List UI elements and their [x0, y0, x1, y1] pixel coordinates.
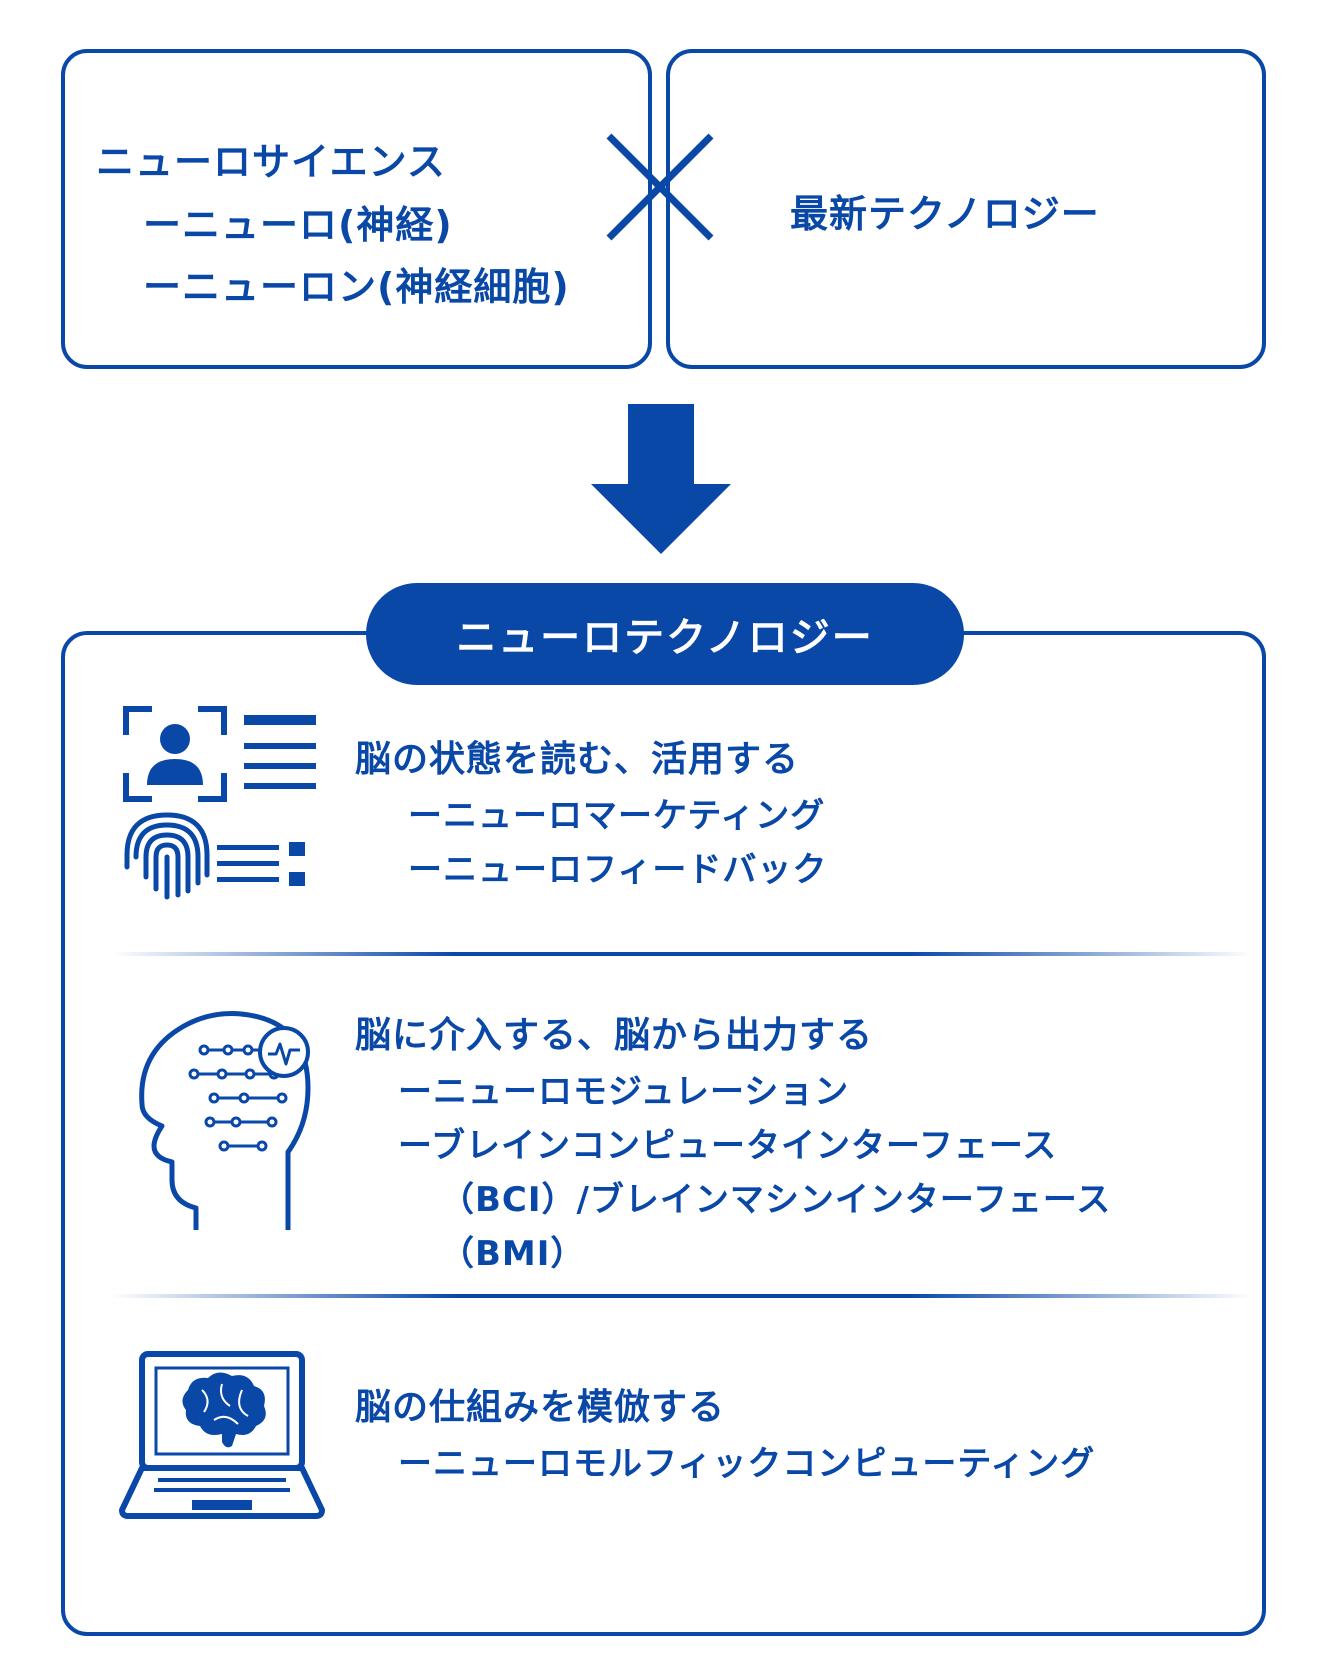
face-id-fingerprint-icon: [123, 706, 316, 900]
head-circuit-icon: [139, 1011, 311, 1230]
section-2-item: （BCI）/ブレインマシンインターフェース: [440, 1180, 1112, 1220]
neuroscience-box: [61, 49, 652, 369]
laptop-brain-icon: [119, 1351, 325, 1519]
cross-icon: [606, 133, 714, 241]
section-divider: [112, 1294, 1252, 1298]
section-2-item: ーブレインコンピュータインターフェース: [398, 1126, 1058, 1166]
technology-title: 最新テクノロジー: [790, 192, 1100, 236]
neuroscience-title: ニューロサイエンス: [96, 140, 446, 184]
neuro-item: ーニューロ(神経): [143, 203, 453, 247]
section-1-item: ーニューロマーケティング: [408, 796, 826, 836]
down-arrow-icon: [591, 404, 731, 554]
section-divider: [112, 952, 1252, 956]
section-1-heading: 脳の状態を読む、活用する: [355, 739, 800, 780]
section-2-item: （BMI）: [440, 1234, 586, 1274]
section-2-item: ーニューロモジュレーション: [398, 1072, 850, 1112]
section-1-item: ーニューロフィードバック: [408, 850, 828, 890]
section-3-item: ーニューロモルフィックコンピューティング: [398, 1444, 1096, 1484]
section-3-heading: 脳の仕組みを模倣する: [355, 1387, 726, 1428]
neuron-item: ーニューロン(神経細胞): [143, 265, 570, 309]
neurotechnology-label: ニューロテクノロジー: [366, 583, 964, 685]
technology-box: [666, 49, 1266, 369]
section-2-heading: 脳に介入する、脳から出力する: [355, 1015, 874, 1056]
